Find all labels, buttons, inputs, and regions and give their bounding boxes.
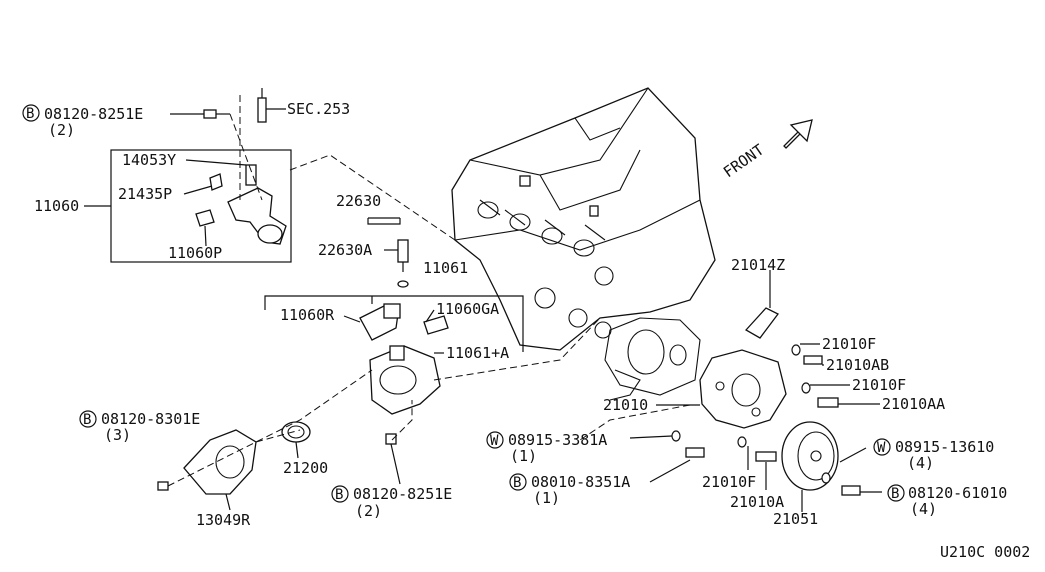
qty-top-bolt: (2) [48, 121, 75, 139]
front-arrow-icon [783, 119, 813, 149]
water-inlet-11060 [195, 164, 287, 245]
svg-text:B: B [83, 412, 91, 428]
callout-22630: 22630 [336, 192, 381, 210]
svg-text:B: B [891, 486, 899, 502]
callout-21010F-b: 21010F [852, 376, 906, 394]
diagram-id: U210C 0002 [940, 543, 1030, 561]
leader-lines [84, 108, 882, 512]
water-pump-21010 [699, 349, 787, 429]
bolt-badge: B [79, 410, 97, 428]
callout-08120-8251E-top: 08120-8251E [44, 105, 143, 123]
bracket-11061 [264, 295, 524, 352]
callout-14053Y: 14053Y [122, 151, 176, 169]
bolt-badge: B [22, 104, 40, 122]
bolt-badge: B [887, 484, 905, 502]
bolt-badge: B [509, 473, 527, 491]
qty-61010: (4) [910, 500, 937, 518]
callout-21010AA: 21010AA [882, 395, 945, 413]
callout-08120-8301E: 08120-8301E [101, 410, 200, 428]
bolt-badge: B [331, 485, 349, 503]
callout-22630A: 22630A [318, 241, 372, 259]
thermostat-21200 [281, 421, 311, 443]
thermostat-housing [369, 345, 441, 415]
sensor-22630 [397, 239, 409, 288]
callout-13049R: 13049R [196, 511, 251, 529]
engine-block [451, 87, 716, 401]
callout-21010AB: 21010AB [826, 356, 889, 374]
gasket-21014Z [744, 307, 779, 339]
qty-8301E: (3) [104, 426, 131, 444]
qty-8251E-bottom: (2) [355, 502, 382, 520]
fitting-11060GA [423, 315, 449, 335]
washer-badge: W [486, 431, 504, 449]
callout-08120-8251E-bottom: 08120-8251E [353, 485, 452, 503]
fitting-11060R [359, 303, 401, 341]
qty-8351A: (1) [533, 489, 560, 507]
callout-08010-8351A: 08010-8351A [531, 473, 630, 491]
callout-11060R: 11060R [280, 306, 335, 324]
callout-21010F-a: 21010F [822, 335, 876, 353]
sensor-sec253 [257, 88, 267, 123]
callout-21435P: 21435P [118, 185, 172, 203]
svg-text:B: B [26, 106, 34, 122]
callout-11061: 11061 [423, 259, 468, 277]
svg-text:W: W [490, 433, 499, 449]
water-outlet-13049R [183, 429, 257, 495]
callout-21051: 21051 [773, 510, 818, 528]
qty-3381A: (1) [510, 447, 537, 465]
bolt-top [203, 109, 230, 119]
callout-11060: 11060 [34, 197, 79, 215]
svg-text:B: B [335, 487, 343, 503]
bolt-8251E-bottom [385, 433, 397, 445]
callout-21200: 21200 [283, 459, 328, 477]
callout-21010F-c: 21010F [702, 473, 756, 491]
callout-08120-61010: 08120-61010 [908, 484, 1007, 502]
front-label: FRONT [720, 141, 767, 182]
callout-21010: 21010 [603, 396, 648, 414]
svg-text:W: W [877, 440, 886, 456]
callout-sec253: SEC.253 [287, 100, 350, 118]
bolt-8301E [157, 481, 169, 491]
callout-11060P: 11060P [168, 244, 222, 262]
callout-11061A: 11061+A [446, 344, 509, 362]
callout-11060GA: 11060GA [436, 300, 499, 318]
qty-13610: (4) [907, 454, 934, 472]
callout-21014Z: 21014Z [731, 256, 785, 274]
svg-text:B: B [513, 475, 521, 491]
callout-08915-3381A: 08915-3381A [508, 431, 607, 449]
washer-badge: W [873, 438, 891, 456]
washers-and-bolts-pump [671, 344, 861, 496]
callout-21010A: 21010A [730, 493, 784, 511]
callout-08915-13610: 08915-13610 [895, 438, 994, 456]
